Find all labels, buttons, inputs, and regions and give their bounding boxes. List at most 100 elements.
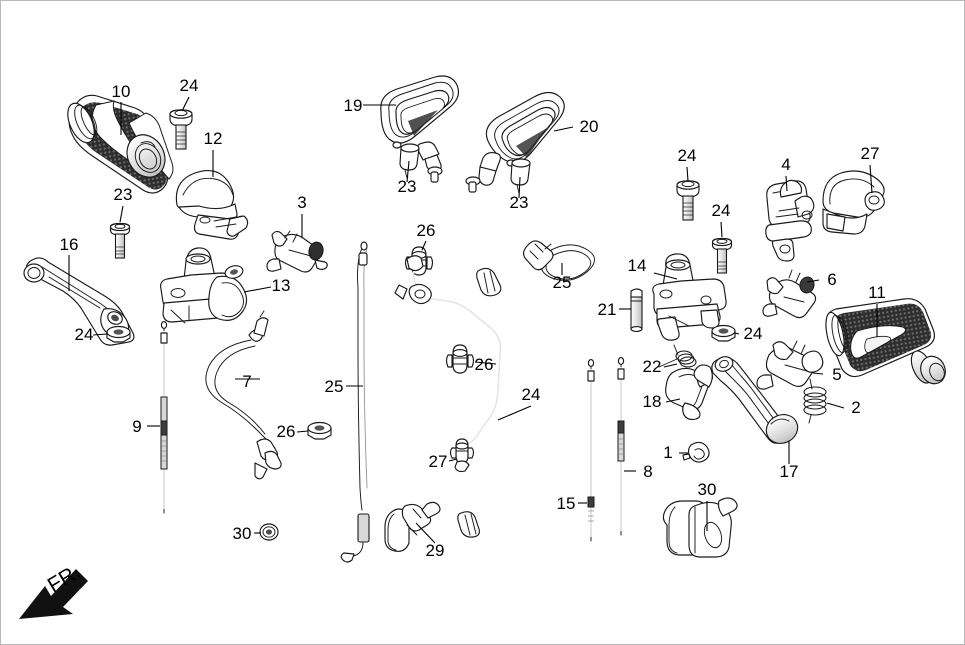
callout-label-1: 1 [663,443,672,462]
callout-label-30a: 26 [417,221,436,240]
callout-label-22: 22 [643,357,662,376]
callout-label-30c: 27 [429,452,448,471]
leader-24a [119,205,124,223]
leader-18 [665,398,681,403]
callout-label-26b: 24 [678,146,697,165]
part-right-mirror [465,91,565,193]
callout-label-3: 3 [297,193,306,212]
part-hex-lock-nut [307,421,332,440]
part-lock-nut-left [106,325,131,343]
leader-20 [553,126,574,132]
callout-label-33: 29 [426,541,445,560]
part-return-spring [658,344,697,368]
leader-23a [406,160,410,183]
part-mirror-mount-nut-left [399,143,420,179]
part-left-mirror [380,75,460,183]
part-throttle-grip [825,298,946,385]
part-hose-grommet-mid [445,344,475,374]
callout-label-10: 10 [112,82,131,101]
callout-label-5: 5 [832,365,841,384]
callout-label-18: 18 [643,392,662,411]
part-right-brake-lever [693,356,799,444]
callout-label-4: 4 [781,155,790,174]
callout-label-11: 11 [868,283,886,302]
part-mirror-mount-nut-right [510,158,531,194]
callout-label-27: 25 [553,273,572,292]
callout-label-17: 17 [780,462,799,481]
leader-25a [92,333,108,336]
front-direction-arrow [19,569,88,619]
callout-label-19: 19 [344,96,363,115]
part-throttle-sensor-switch [756,340,824,390]
leader-22 [663,363,678,368]
leader-23b [518,176,521,199]
part-handlebar-holder-clamp [662,497,738,558]
leader-13 [243,286,272,293]
part-lock-nut-right [711,324,736,342]
leader-6 [806,279,820,283]
callout-label-30b: 26 [475,355,494,374]
part-pivot-pin [630,288,643,332]
part-switch-housing-cover [175,170,249,240]
part-speedometer-cable [160,321,168,514]
leader-24c [497,405,532,421]
part-coil-spring [803,378,827,424]
callout-label-23b: 23 [510,193,529,212]
callout-label-31: 26 [277,422,296,441]
part-rubber-grommet-washer [259,523,279,541]
part-brake-light-switch [266,230,328,273]
leader-33 [415,522,436,544]
callout-label-14: 14 [628,256,647,275]
callout-label-13: 13 [272,276,291,295]
callout-label-35: 30 [233,524,252,543]
leader-32 [869,164,873,194]
part-brake-light-switch-right [762,269,817,319]
leader-14 [653,272,678,280]
part-cable-clamp-bracket [384,501,441,552]
part-cable-tie-clamp [522,240,595,281]
callout-label-2: 2 [851,398,860,417]
part-hose-grommet-lower [449,438,475,473]
callout-label-7: 7 [242,372,251,391]
callout-label-26a: 24 [180,76,199,95]
callout-label-24a: 23 [114,185,133,204]
callout-label-8: 8 [643,462,652,481]
callout-label-23a: 23 [398,177,417,196]
callout-label-6: 6 [827,270,836,289]
part-wiring-harness-lead [205,310,282,480]
part-left-handlebar-grip [67,94,174,194]
part-right-handlebar-switch [765,179,815,262]
part-left-master-cylinder [160,247,248,324]
leader-5 [812,372,824,375]
part-e-clip-retainer [682,441,710,463]
callout-label-16: 16 [60,235,79,254]
part-flange-bolt-left [109,222,131,259]
part-hex-flange-bolt-right [676,180,700,221]
part-throttle-cable-b [617,357,625,536]
callout-label-9: 9 [132,417,141,436]
leader-2 [826,402,845,409]
part-switch-cover-right [822,170,885,235]
leader-4 [785,175,788,192]
callout-label-29: 25 [325,377,344,396]
part-hex-flange-bolt-left [169,109,193,150]
leader-24b [720,221,723,238]
leader-30a [421,240,427,251]
callout-label-34: 30 [698,480,717,499]
callout-label-25a: 24 [75,325,94,344]
part-flange-bolt-right [711,237,733,274]
leader-25b [734,332,740,335]
callout-label-24c: 24 [522,385,541,404]
callout-label-24b: 24 [712,201,731,220]
leader-26b [686,166,689,182]
part-throttle-cable-a [587,359,595,542]
part-speedometer-cable-long [340,241,370,563]
callout-label-15: 15 [557,494,576,513]
callout-label-20: 20 [580,117,599,136]
leader-26a [181,96,190,112]
callout-label-21: 21 [598,300,617,319]
leader-30b [474,361,497,365]
callout-label-12: 12 [204,129,223,148]
